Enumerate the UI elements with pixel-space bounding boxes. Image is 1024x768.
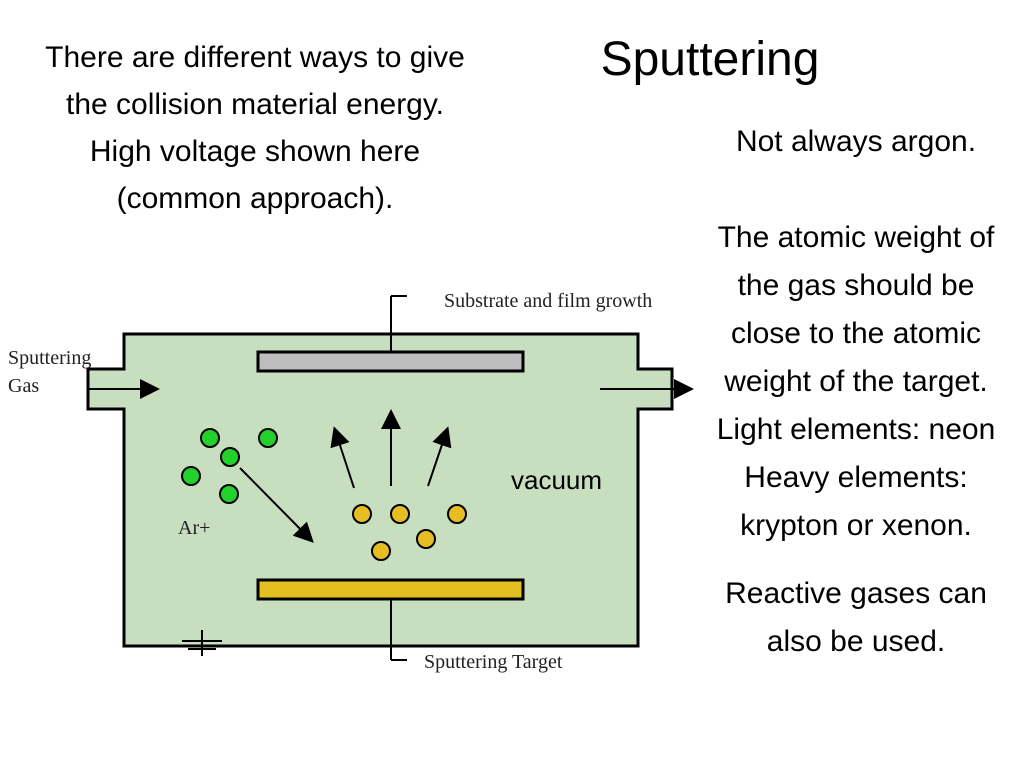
ground-symbol	[182, 630, 222, 656]
vacuum-label: vacuum	[511, 465, 602, 495]
ion-trajectory-arrow	[239, 467, 314, 543]
sputtered-atom	[352, 504, 372, 524]
sputtered-atom	[447, 504, 467, 524]
right-notes: Not always argon. The atomic weight of t…	[700, 118, 1012, 666]
argon-ion	[219, 484, 239, 504]
substrate-label: Substrate and film growth	[444, 290, 652, 312]
note-reactive-gases: Reactive gases can also be used.	[725, 577, 987, 658]
ejection-arrow-right	[427, 426, 452, 487]
target-label: Sputtering Target	[424, 651, 563, 673]
argon-ion	[200, 428, 220, 448]
slide-title: Sputtering	[600, 33, 820, 86]
argon-ion	[181, 466, 201, 486]
argon-ion	[220, 447, 240, 467]
sputtered-atom	[416, 529, 436, 549]
note-atomic-weight: The atomic weight of the gas should be c…	[717, 221, 995, 398]
gas-label-line1: Sputtering	[8, 347, 91, 369]
sputtered-atom	[390, 504, 410, 524]
ion-label: Ar+	[178, 517, 210, 539]
sputtering-target-plate	[256, 578, 525, 601]
argon-ion	[258, 428, 278, 448]
substrate-plate	[256, 350, 525, 373]
note-heavy-elements: Heavy elements: krypton or xenon.	[740, 461, 972, 542]
sputtered-atom	[371, 541, 391, 561]
note-light-elements: Light elements: neon	[716, 413, 996, 446]
gas-label-line2: Gas	[8, 375, 39, 397]
vacuum-chamber	[86, 332, 674, 648]
ejection-arrow-left	[330, 426, 355, 489]
left-note: There are different ways to give the col…	[45, 41, 465, 215]
note-not-always-argon: Not always argon.	[735, 125, 977, 158]
